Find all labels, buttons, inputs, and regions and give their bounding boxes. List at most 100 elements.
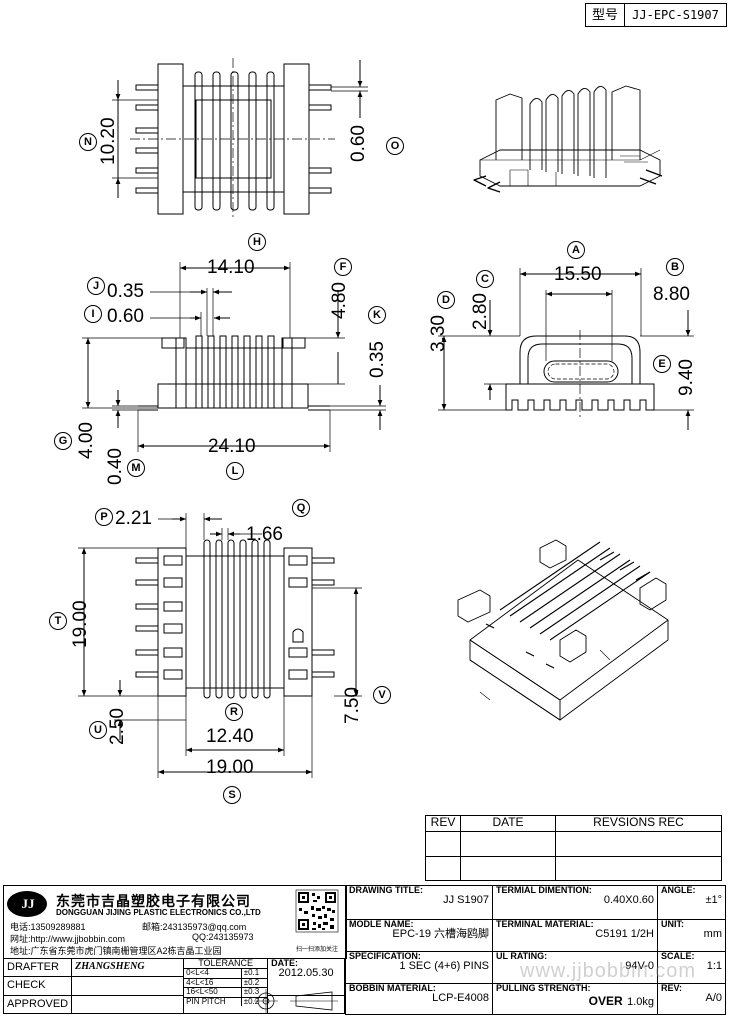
dim-i: 0.60 [107, 306, 144, 327]
balloon-m: M [127, 459, 145, 477]
top-view [112, 58, 368, 220]
ul-value: 94V-0 [625, 960, 654, 973]
tol-value-2: ±0.2 [241, 978, 268, 989]
balloon-v: V [373, 686, 391, 704]
pulling-over: OVER [588, 994, 623, 1009]
bottom-view-slots-left [163, 555, 183, 680]
dim-b: 8.80 [653, 284, 690, 305]
front-view [82, 262, 386, 452]
rec-header: REVSIONS REC [555, 815, 722, 832]
spec-label: SPECIFICATION: [349, 951, 421, 961]
tol-range-1: 0<L<4 [184, 969, 242, 979]
tol-range-3: 16<L<50 [184, 987, 242, 998]
balloon-d: D [437, 291, 455, 309]
balloon-b: B [666, 258, 684, 276]
balloon-g: G [54, 432, 72, 450]
balloon-i: I [84, 305, 102, 323]
unit-value: mm [703, 928, 722, 941]
iso-view-bottom [457, 539, 669, 721]
drafter-label: DRAFTER [2, 957, 73, 978]
drawing-title-label: DRAWING TITLE: [349, 885, 423, 895]
tol-range-4: PIN PITCH [184, 997, 242, 1006]
company-web: 网址:http://www.jjbobbin.com [10, 934, 126, 944]
side-view [438, 268, 694, 430]
company-name-cn: 东莞市吉晶塑胶电子有限公司 [56, 893, 251, 909]
tol-value-4: ±0.2 [243, 996, 260, 1006]
balloon-s: S [223, 786, 241, 804]
scale-value: 1:1 [706, 960, 722, 973]
balloon-l: L [226, 462, 244, 480]
title-block: DRAWING TITLE: JJ S1907 TERMIAL DIMENTION… [345, 885, 726, 1015]
dim-o: 0.60 [348, 125, 369, 162]
tol-range-2: 4<L<16 [184, 978, 242, 989]
qr-caption: 扫一扫添加关注 [296, 947, 339, 953]
date-value: 2012.05.30 [278, 967, 334, 980]
balloon-a: A [567, 241, 585, 259]
top-view-flanges [194, 71, 275, 211]
bottom-view-flanges [203, 539, 271, 699]
dim-m: 0.40 [105, 448, 126, 485]
balloon-k: K [368, 306, 386, 324]
dim-r: 12.40 [206, 726, 254, 747]
terminal-dim-value: 0.40X0.60 [603, 894, 654, 907]
balloon-u: U [89, 721, 107, 739]
balloon-h: H [248, 233, 266, 251]
balloon-n: N [79, 133, 97, 151]
dim-s: 19.00 [206, 757, 254, 778]
unit-label: UNIT: [661, 919, 684, 929]
dim-h: 14.10 [207, 257, 255, 278]
watermark: www.jjbobbin.com [520, 960, 697, 982]
top-view-pins-right [308, 84, 332, 194]
pulling-label: PULLING STRENGTH: [496, 983, 591, 993]
tol-value-3: ±0.3 [241, 987, 268, 998]
bobbin-mat-label: BOBBIN MATERIAL: [349, 983, 436, 993]
angle-value: ±1° [705, 894, 722, 907]
dim-j: 0.35 [107, 281, 144, 302]
approved-label: APPROVED [2, 994, 73, 1015]
rev-value: A/0 [705, 992, 722, 1005]
company-phone: 电话:13509289881 [10, 922, 86, 932]
balloon-r: R [225, 703, 243, 721]
iso-view-top [473, 85, 663, 193]
balloon-o: O [386, 137, 404, 155]
company-address: 地址:广东省东莞市虎门镇南栅管理区A2栋吉晶工业园 [10, 946, 222, 956]
dim-c: 2.80 [470, 293, 491, 330]
dim-a: 15.50 [554, 264, 602, 285]
front-view-flanges [195, 335, 275, 409]
spec-value: 1 SEC (4+6) PINS [399, 960, 489, 973]
dim-d: 3.30 [428, 315, 449, 352]
dim-q: 1.66 [246, 524, 283, 545]
bottom-view-slots-right [288, 555, 308, 680]
dim-u: 2.50 [107, 708, 128, 745]
dim-g: 4.00 [76, 422, 97, 459]
bottom-view [78, 513, 362, 778]
terminal-mat-value: C5191 1/2H [595, 928, 654, 941]
top-view-pins-left [135, 84, 159, 194]
model-box: 型号 JJ-EPC-S1907 [585, 3, 727, 27]
company-email: 邮箱:243135973@qq.com [142, 922, 247, 932]
bottom-view-pins-left [135, 557, 159, 678]
dim-k: 0.35 [367, 341, 388, 378]
ul-label: UL RATING: [496, 951, 548, 961]
date-label: DATE: [271, 958, 298, 968]
dim-l: 24.10 [208, 436, 256, 457]
model-name-value: EPC-19 六槽海鸥脚 [392, 928, 489, 941]
balloon-q: Q [292, 499, 310, 517]
angle-label: ANGLE: [661, 885, 696, 895]
company-qq: QQ:243135973 [192, 932, 254, 942]
terminal-dim-label: TERMIAL DIMENTION: [496, 885, 592, 895]
scale-label: SCALE: [661, 951, 695, 961]
signoff-table: DRAFTER ZHANGSHENG TOLERANCE 0<L<4±0.1 4… [2, 957, 345, 1015]
tol-value-1: ±0.1 [241, 969, 268, 979]
drawing-title-value: JJ S1907 [443, 894, 489, 907]
check-label: CHECK [2, 976, 73, 996]
company-name-en: DONGGUAN JIJING PLASTIC ELECTRONICS CO.,… [56, 908, 261, 917]
bottom-view-pins-right [311, 557, 335, 678]
qr-code [295, 889, 339, 933]
balloon-p: P [95, 508, 113, 526]
tolerance-label: TOLERANCE [184, 958, 268, 970]
drafter-value: ZHANGSHENG [71, 957, 185, 978]
balloon-f: F [334, 258, 352, 276]
balloon-e: E [653, 355, 671, 373]
